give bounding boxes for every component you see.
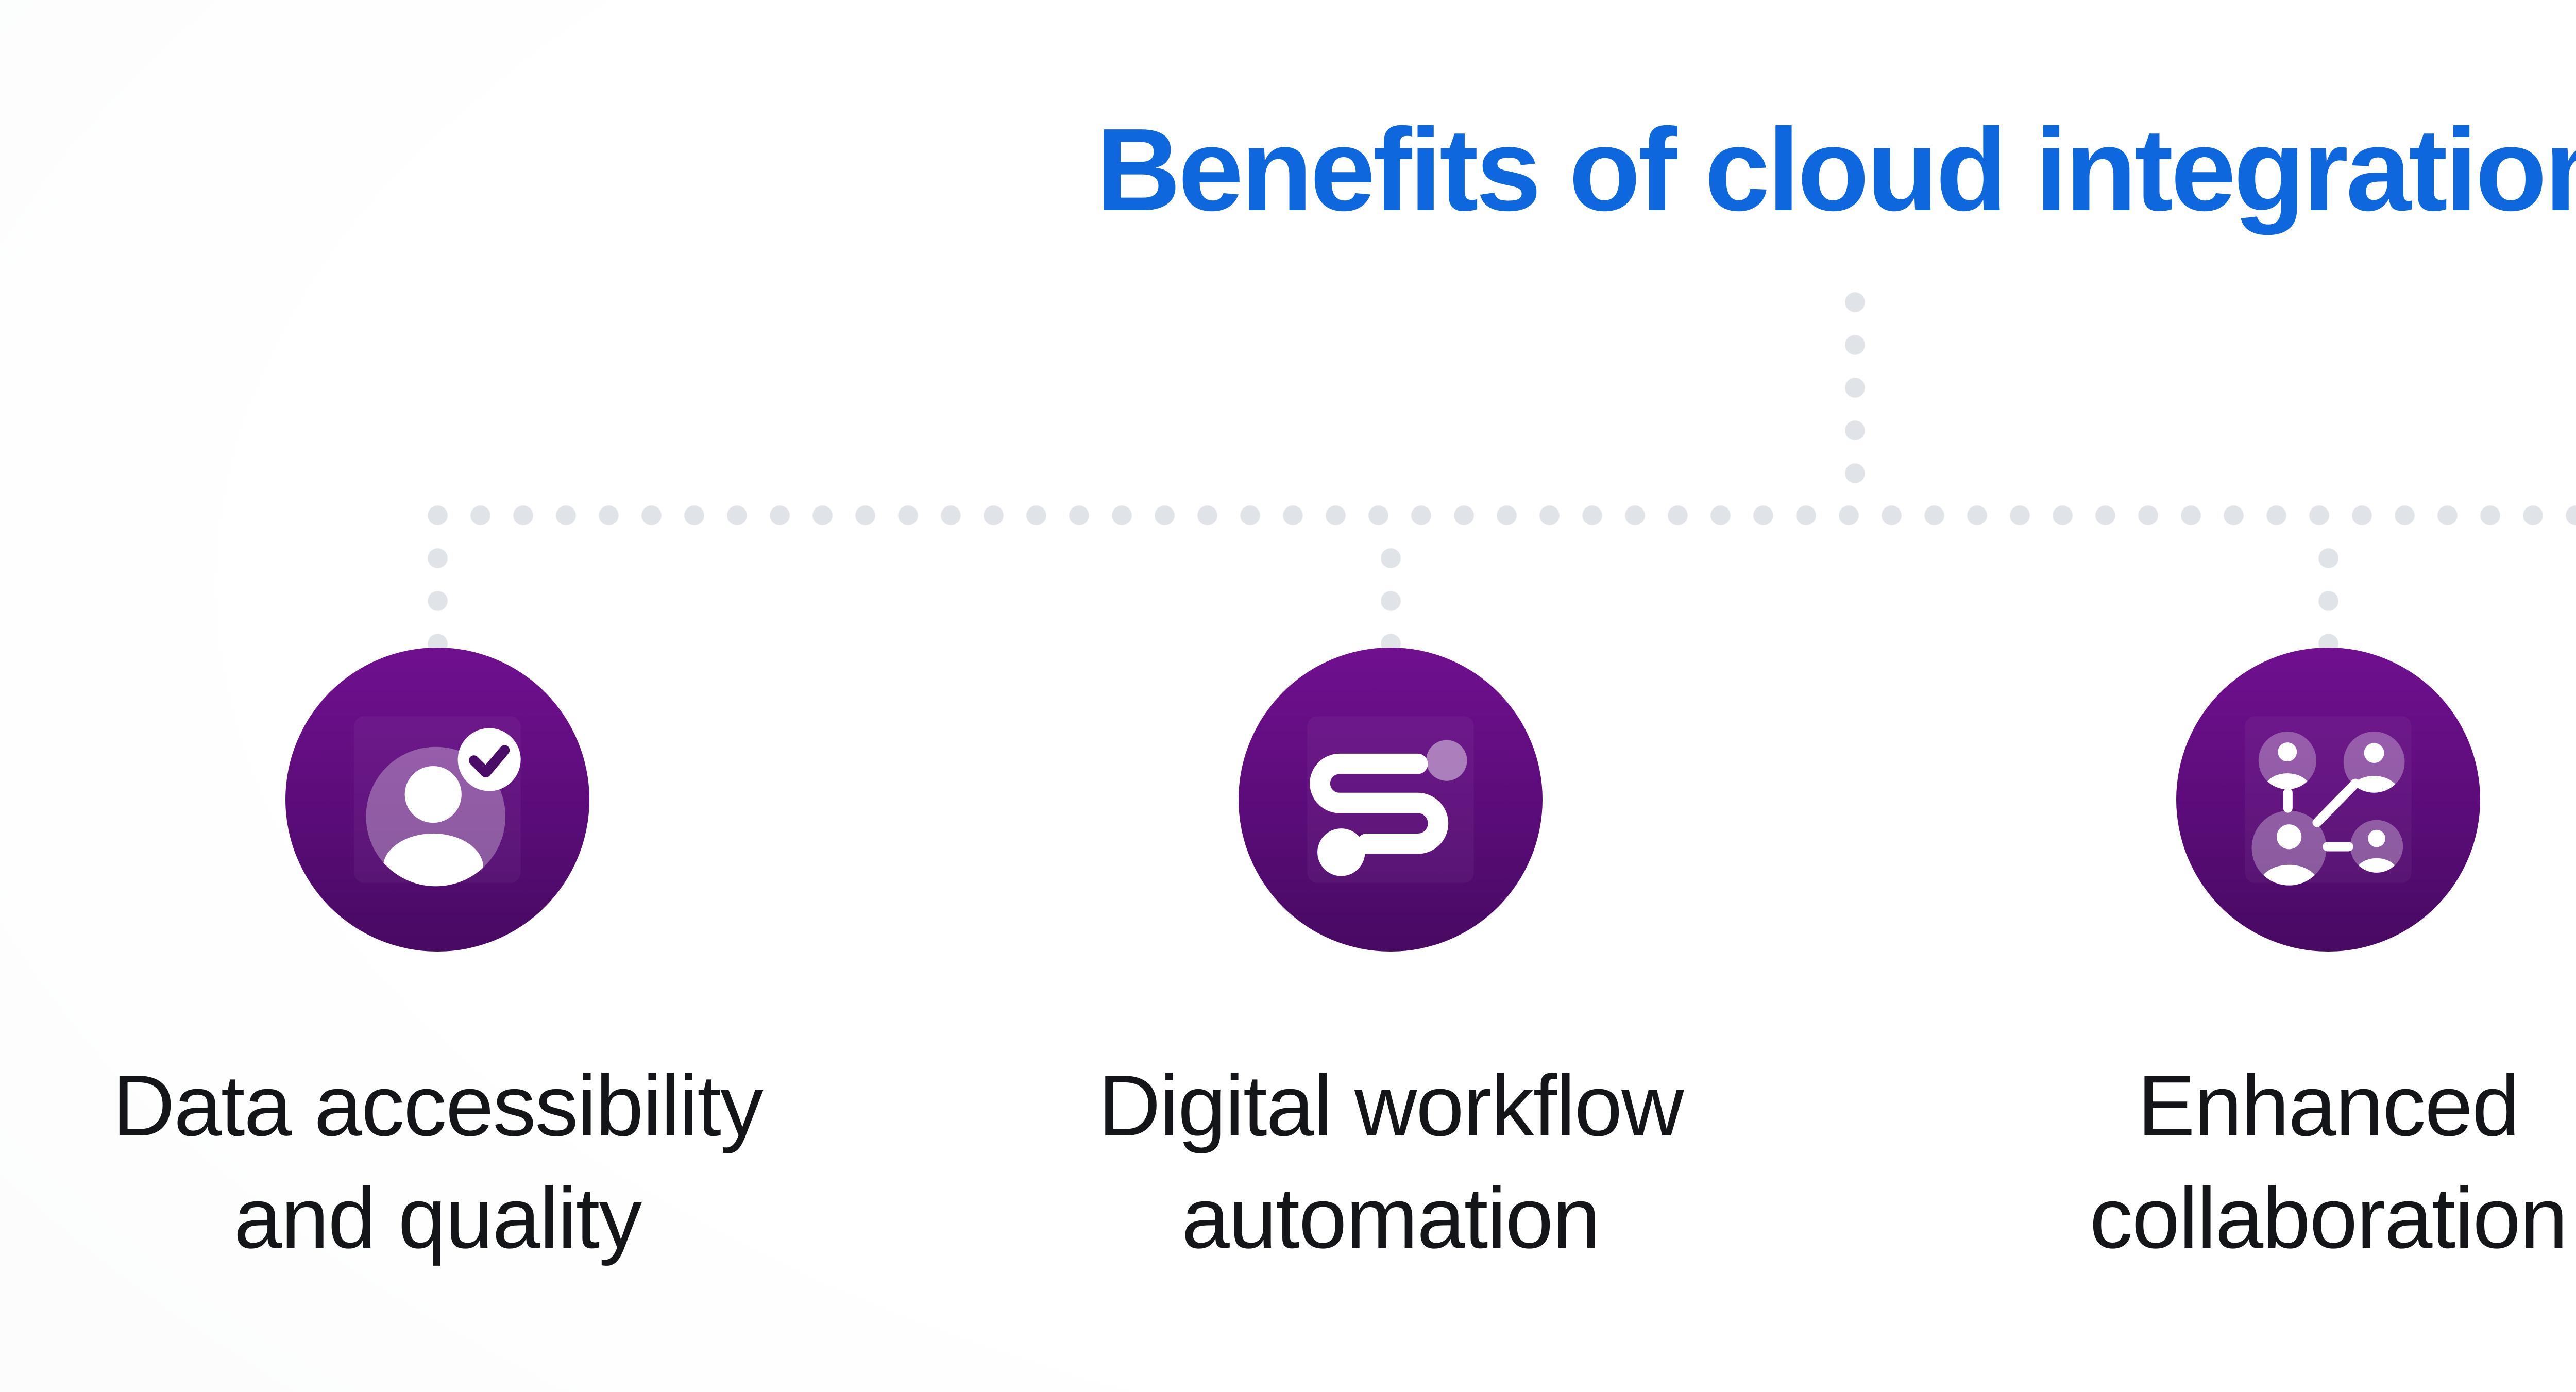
icon-circle — [2176, 648, 2480, 952]
benefit-label-line1: Data accessibility — [112, 1057, 764, 1154]
avatar-icon — [2251, 810, 2327, 886]
benefit-column-workflow-automation: Digital workflow automation — [953, 648, 1828, 1274]
connector-stub-dotted-line — [416, 536, 459, 665]
page-title: Benefits of cloud integration — [1096, 105, 2576, 235]
check-badge-icon — [457, 728, 521, 791]
connector-trunk-dotted-line — [1833, 281, 1876, 495]
workflow-icon — [1307, 716, 1474, 883]
workflow-path — [1310, 753, 1449, 854]
collaboration-icon — [2245, 716, 2412, 886]
collaboration-links — [2283, 778, 2360, 852]
benefit-label: Digital workflow automation — [1098, 1049, 1684, 1274]
benefit-label: Enhanced collaboration — [2089, 1049, 2568, 1274]
connector-crossbar-dotted-line — [416, 494, 2576, 537]
user-check-icon — [354, 716, 521, 887]
icon-circle — [1239, 648, 1543, 952]
benefit-label-line2: collaboration — [2089, 1169, 2568, 1266]
benefit-label-line2: and quality — [233, 1169, 642, 1266]
avatar-icon — [2350, 820, 2403, 873]
benefit-label: Data accessibility and quality — [112, 1049, 764, 1274]
icon-circle — [285, 648, 589, 952]
benefit-label-line1: Enhanced — [2137, 1057, 2520, 1154]
avatar-icon — [2258, 732, 2316, 790]
benefit-label-line1: Digital workflow — [1098, 1057, 1684, 1154]
benefit-column-data-accessibility: Data accessibility and quality — [0, 648, 875, 1274]
benefit-label-line2: automation — [1181, 1169, 1600, 1266]
benefit-column-enhanced-collaboration: Enhanced collaboration — [1890, 648, 2576, 1274]
connector-stub-dotted-line — [1369, 536, 1412, 665]
connector-stub-dotted-line — [2307, 536, 2350, 665]
